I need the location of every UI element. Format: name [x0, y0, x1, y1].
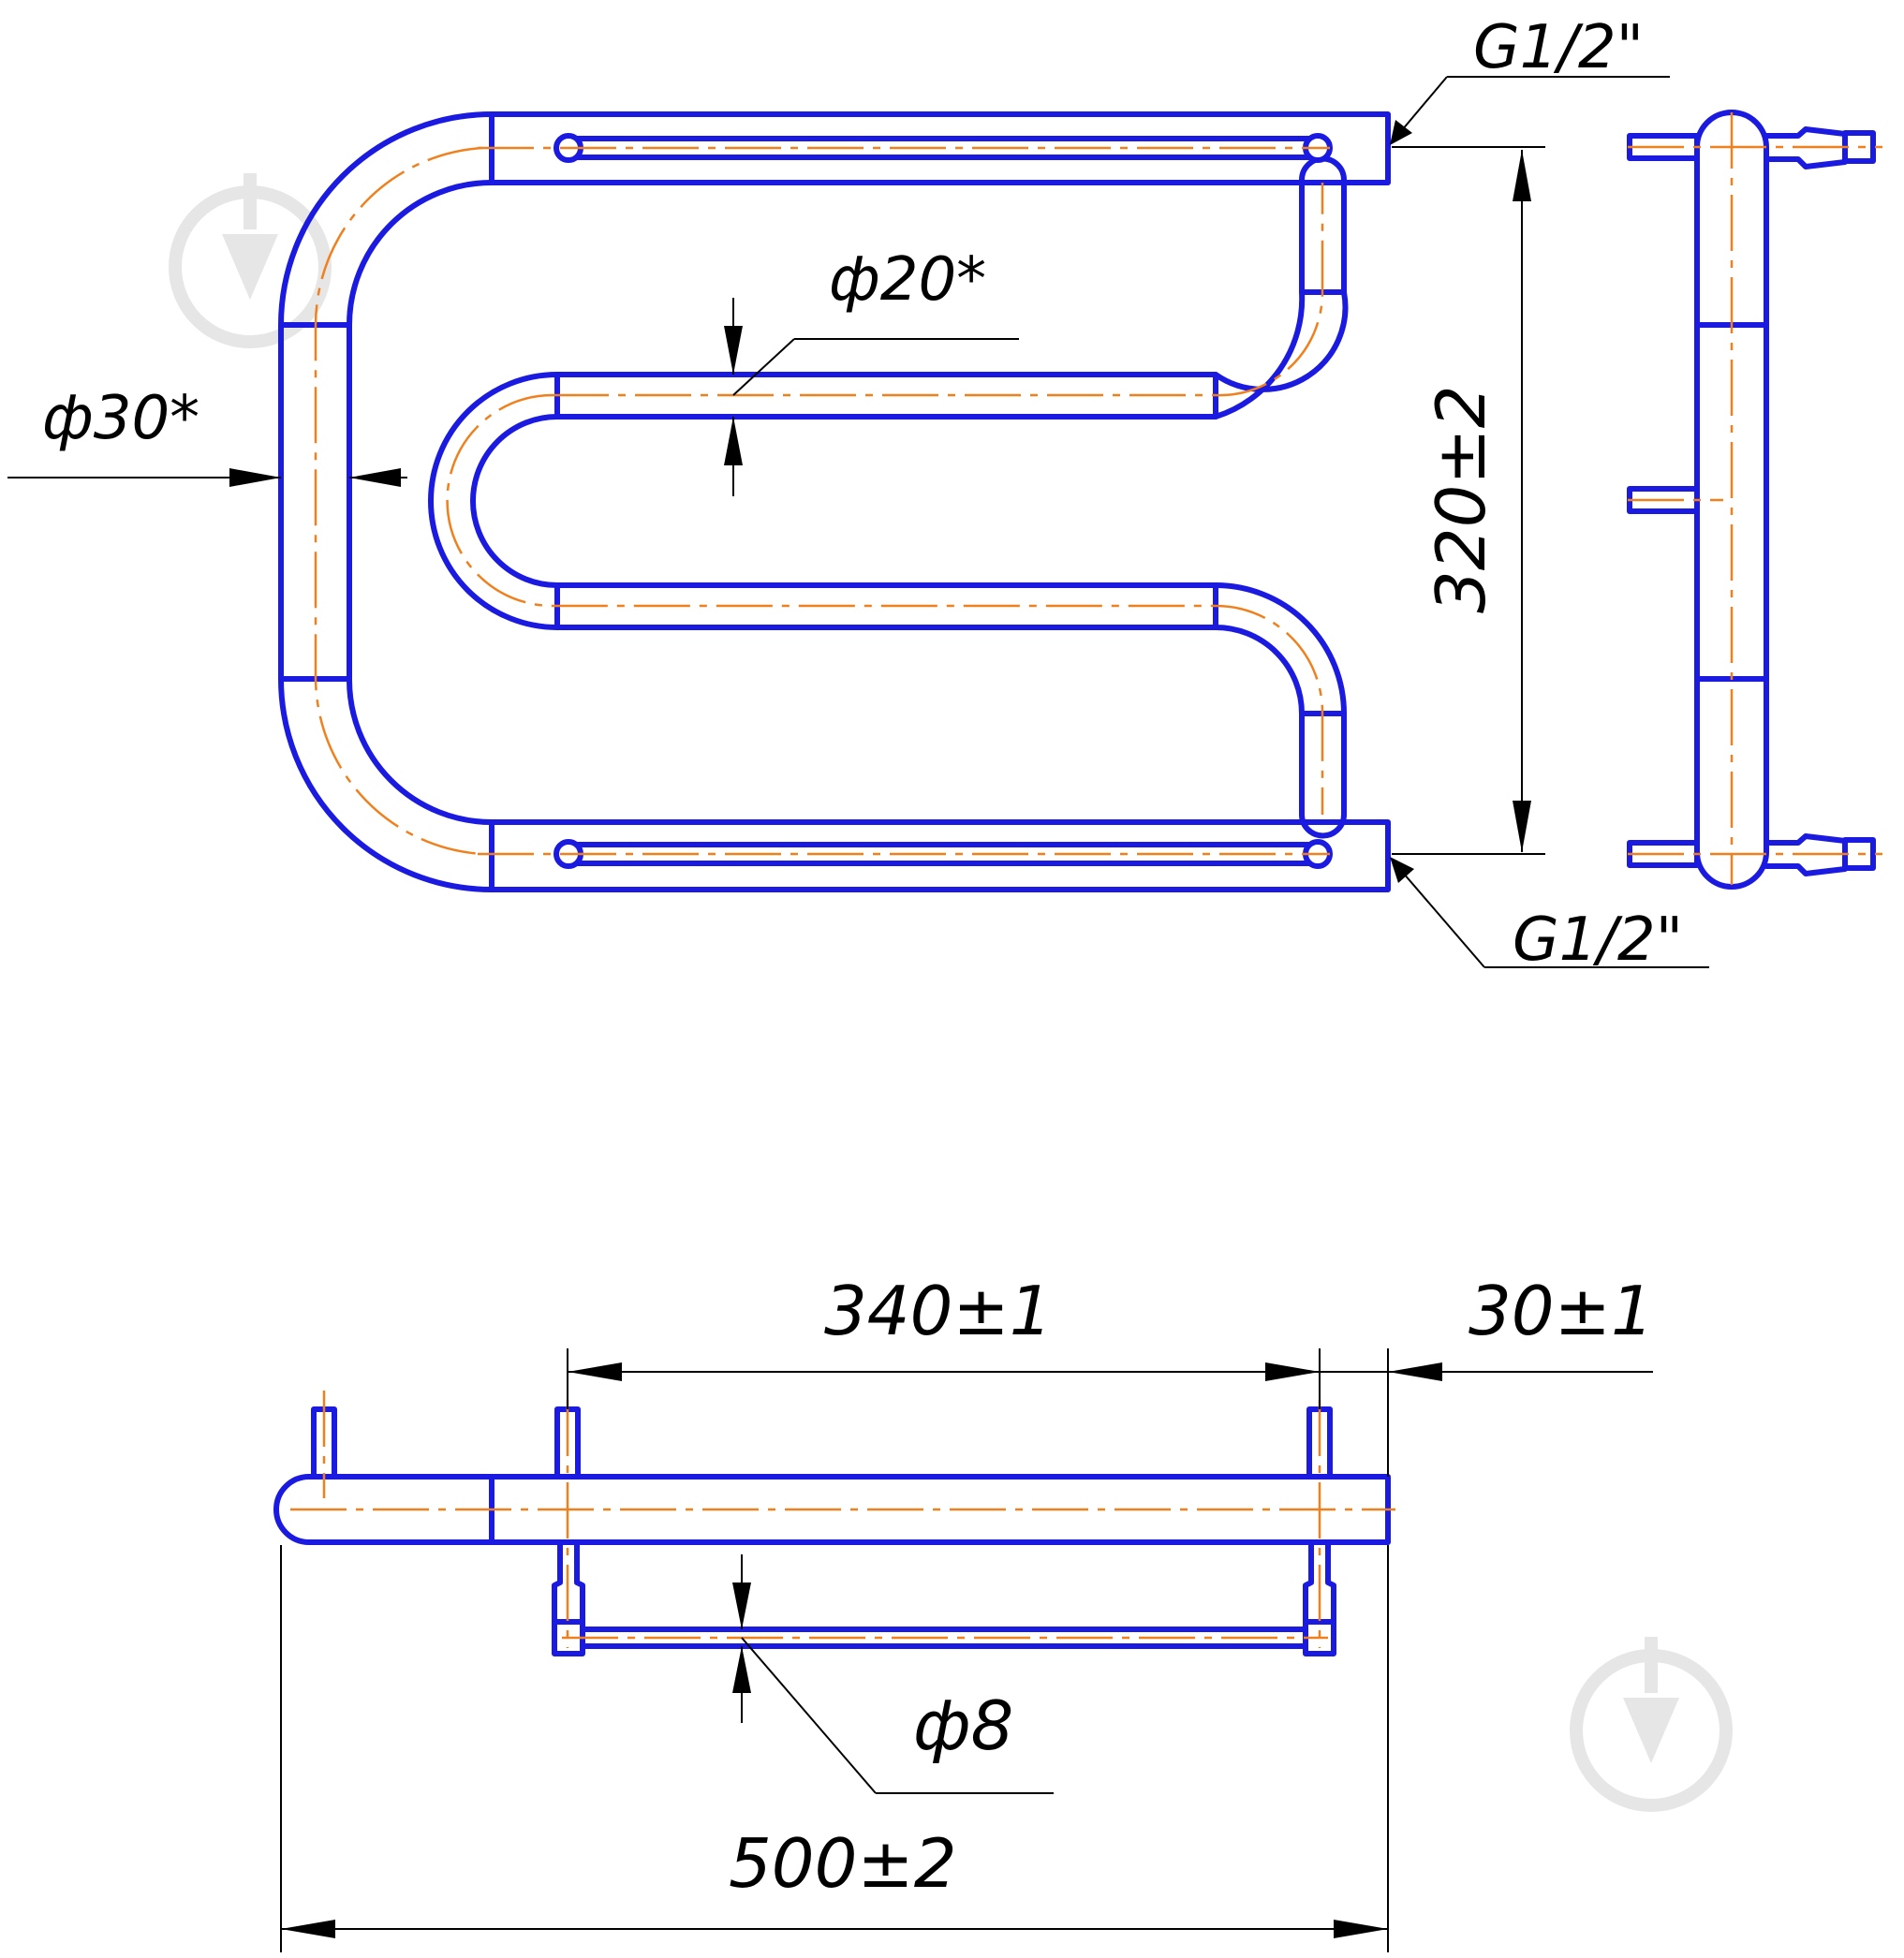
- total-width-label: 500±2: [729, 1824, 957, 1903]
- diameter-outer-label: ф30*: [42, 384, 199, 453]
- watermark-pin-icon: [169, 173, 332, 348]
- dimension-rod-length: 340±1: [567, 1272, 1321, 1409]
- thread-top-label: G1/2": [1473, 13, 1644, 82]
- rod-length-label: 340±1: [824, 1272, 1053, 1350]
- dimension-diameter-outer: ф30*: [7, 384, 407, 487]
- dimension-thread-bottom: G1/2": [1390, 857, 1709, 975]
- dimension-offset: 30±1: [1320, 1272, 1654, 1477]
- dimension-height: 320±2: [1392, 146, 1545, 855]
- top-view: [273, 1391, 1395, 1656]
- watermark-pin-icon: [1570, 1637, 1733, 1812]
- front-view: [278, 111, 1391, 892]
- dimension-rod-diameter: ф8: [732, 1554, 1054, 1794]
- side-view: [1627, 110, 1882, 890]
- dimension-diameter-inner: ф20*: [724, 245, 1019, 496]
- dimension-thread-top: G1/2": [1390, 13, 1670, 145]
- height-label: 320±2: [1422, 385, 1500, 613]
- thread-bottom-label: G1/2": [1513, 905, 1683, 975]
- dimension-total-width: 500±2: [280, 1545, 1389, 1952]
- rod-diameter-label: ф8: [913, 1686, 1013, 1765]
- offset-label: 30±1: [1469, 1272, 1654, 1350]
- diameter-inner-label: ф20*: [829, 245, 986, 315]
